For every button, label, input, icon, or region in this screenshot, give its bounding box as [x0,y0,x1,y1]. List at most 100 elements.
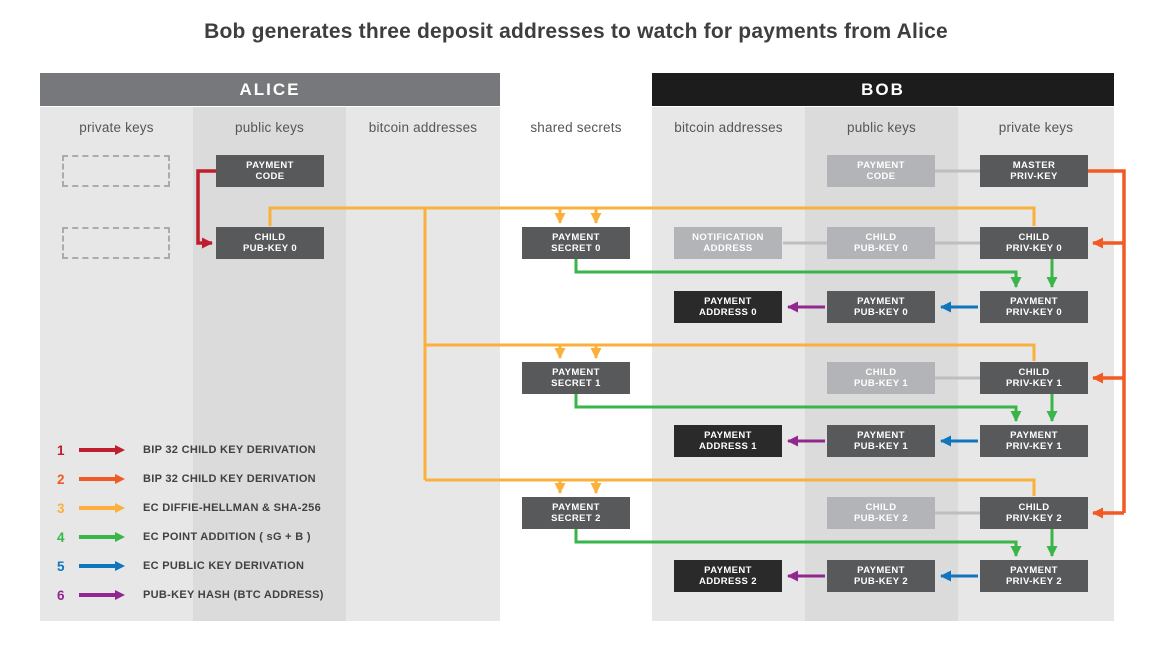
alice-addresses-column-label: bitcoin addresses [368,119,478,135]
box-label: ADDRESS 2 [699,576,757,587]
arrow-green-secret1-to-paymentprivkey1 [574,394,1022,422]
box-label: CODE [255,171,285,182]
bob-child-privkey-1-box: CHILD PRIV-KEY 1 [980,362,1088,394]
payment-address-1-box: PAYMENT ADDRESS 1 [674,425,782,457]
legend-arrow-head [115,561,125,571]
box-label: PAYMENT [552,366,600,378]
legend-arrow-line [79,593,115,597]
payment-privkey-0-box: PAYMENT PRIV-KEY 0 [980,291,1088,323]
payment-secret-0-box: PAYMENT SECRET 0 [522,227,630,259]
legend-number-1: 1 [57,442,65,458]
legend-arrow-line [79,477,115,481]
legend-item-1: 1 BIP 32 CHILD KEY DERIVATION [57,441,324,459]
box-label: SECRET 2 [551,513,601,524]
diagram-title: Bob generates three deposit addresses to… [204,20,948,43]
box-label: NOTIFICATION [692,231,764,243]
legend-arrow-head [115,445,125,455]
alice-private-key-placeholder-1 [62,155,170,187]
box-label: PUB-KEY 2 [853,576,909,587]
box-label: PRIV-KEY 1 [1005,378,1063,389]
purple-arrow-icon [79,590,131,600]
legend-label-1: BIP 32 CHILD KEY DERIVATION [143,444,316,456]
shared-secrets-column-label: shared secrets [530,119,622,135]
ecdh-line-row2 [425,478,1036,496]
box-label: CHILD [865,366,897,378]
box-label: PUB-KEY 2 [853,513,909,524]
legend-arrow-head [115,532,125,542]
box-label: PAYMENT [704,429,752,441]
box-label: PRIV-KEY 2 [1005,513,1063,524]
payment-address-0-box: PAYMENT ADDRESS 0 [674,291,782,323]
box-label: ADDRESS 1 [699,441,757,452]
alice-public-keys-column-bg [193,107,346,621]
box-label: PUB-KEY 0 [853,243,909,254]
box-label: MASTER [1012,159,1056,171]
box-label: PAYMENT [704,295,752,307]
bob-child-pubkey-0-box: CHILD PUB-KEY 0 [827,227,935,259]
box-label: PAYMENT [704,564,752,576]
bob-addresses-column-label: bitcoin addresses [674,119,783,135]
legend-label-3: EC DIFFIE-HELLMAN & SHA-256 [143,502,321,514]
payment-pubkey-2-box: PAYMENT PUB-KEY 2 [827,560,935,592]
box-label: PAYMENT [1010,429,1058,441]
bob-payment-code-box: PAYMENT CODE [827,155,935,187]
legend-item-2: 2 BIP 32 CHILD KEY DERIVATION [57,470,324,488]
legend-arrow-head [115,503,125,513]
bob-addresses-column-bg [652,107,805,621]
box-label: CHILD [254,231,286,243]
box-label: CHILD [1018,501,1050,513]
alice-public-keys-column-label: public keys [235,119,304,135]
box-label: PAYMENT [1010,564,1058,576]
box-label: PAYMENT [857,295,905,307]
arrow-red-paymentcode-to-childpubkey0 [196,169,216,249]
blue-arrow-icon [79,561,131,571]
legend-number-5: 5 [57,558,65,574]
legend-arrow-head [115,590,125,600]
box-label: PAYMENT [552,231,600,243]
legend-arrow-line [79,448,115,452]
box-label: CODE [866,171,896,182]
box-label: CHILD [1018,231,1050,243]
box-label: SECRET 1 [551,378,601,389]
arrow-green-secret0-to-paymentprivkey0 [574,259,1022,288]
payment-pubkey-0-box: PAYMENT PUB-KEY 0 [827,291,935,323]
arrow-green-secret2-to-paymentprivkey2 [574,529,1022,557]
red-arrow-icon [79,445,131,455]
box-label: PRIV-KEY 0 [1005,243,1063,254]
legend-label-5: EC PUBLIC KEY DERIVATION [143,560,305,572]
box-label: PAYMENT [857,159,905,171]
bob-private-keys-column-label: private keys [998,119,1074,135]
legend-item-4: 4 EC POINT ADDITION ( sG + B ) [57,528,324,546]
legend-item-5: 5 EC PUBLIC KEY DERIVATION [57,557,324,575]
legend-number-4: 4 [57,529,65,545]
legend-label-4: EC POINT ADDITION ( sG + B ) [143,531,311,543]
payment-privkey-1-box: PAYMENT PRIV-KEY 1 [980,425,1088,457]
bob-public-keys-column-label: public keys [847,119,916,135]
box-label: CHILD [1018,366,1050,378]
legend: 1 BIP 32 CHILD KEY DERIVATION 2 BIP 32 C… [57,441,324,604]
legend-label-6: PUB-KEY HASH (BTC ADDRESS) [143,589,324,601]
box-label: PAYMENT [857,429,905,441]
bob-child-privkey-2-box: CHILD PRIV-KEY 2 [980,497,1088,529]
alice-payment-code-box: PAYMENT CODE [216,155,324,187]
payment-address-2-box: PAYMENT ADDRESS 2 [674,560,782,592]
orange-arrow-icon [79,474,131,484]
bob-child-pubkey-1-box: CHILD PUB-KEY 1 [827,362,935,394]
legend-arrow-line [79,535,115,539]
bob-header: BOB [652,73,1114,106]
alice-private-key-placeholder-2 [62,227,170,259]
bob-child-pubkey-2-box: CHILD PUB-KEY 2 [827,497,935,529]
box-label: PAYMENT [246,159,294,171]
box-label: PAYMENT [1010,295,1058,307]
legend-label-2: BIP 32 CHILD KEY DERIVATION [143,473,316,485]
notification-address-box: NOTIFICATION ADDRESS [674,227,782,259]
box-label: CHILD [865,231,897,243]
legend-item-3: 3 EC DIFFIE-HELLMAN & SHA-256 [57,499,324,517]
ecdh-line-row0 [268,206,1036,226]
box-label: PRIV-KEY [1010,171,1058,182]
box-label: PRIV-KEY 0 [1005,307,1063,318]
box-label: SECRET 0 [551,243,601,254]
legend-number-6: 6 [57,587,65,603]
alice-addresses-column-bg [346,107,500,621]
